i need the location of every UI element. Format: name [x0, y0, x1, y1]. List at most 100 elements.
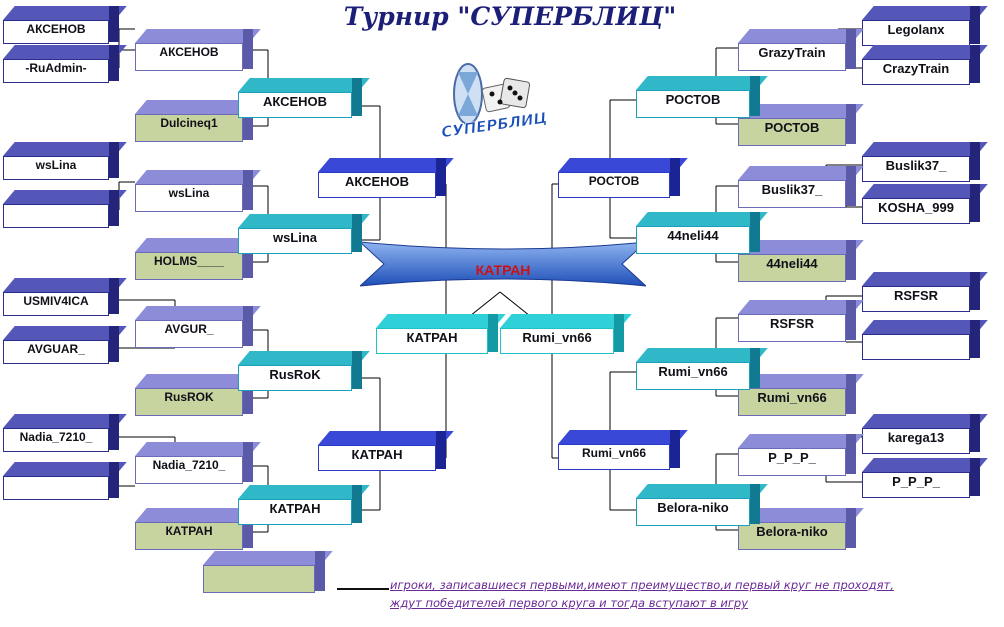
- round1-left-6: RusROK: [135, 374, 261, 416]
- player-name: Belora-niko: [657, 500, 729, 515]
- player-name: wsLina: [35, 158, 77, 172]
- round2-right-1: РОСТОВ: [636, 76, 768, 118]
- seed-left-1: АКСЕНОВ: [3, 6, 127, 44]
- round2-right-2: 44neli44: [636, 212, 768, 254]
- round2-left-4: КАТРАН: [238, 485, 370, 525]
- semifinal-right: Rumi_vn66: [500, 314, 632, 354]
- round1-left-2: Dulcineq1: [135, 100, 261, 142]
- round1-left-4: HOLMS____: [135, 238, 261, 280]
- player-name: РОСТОВ: [665, 92, 721, 107]
- player-name: GrazyTrain: [758, 45, 826, 60]
- player-name: Nadia_7210_: [19, 430, 93, 444]
- seed-right-2: CrazyTrain: [862, 45, 988, 85]
- semifinal-left: КАТРАН: [376, 314, 506, 354]
- seed-left-2: -RuAdmin-: [3, 45, 127, 83]
- seed-right-8: P_P_P_: [862, 458, 988, 498]
- seed-left-4: [3, 190, 127, 228]
- round1-left-8: КАТРАН: [135, 508, 261, 550]
- round2-left-3: RusRoK: [238, 351, 370, 391]
- player-name: Rumi_vn66: [658, 364, 728, 379]
- round1-left-7: Nadia_7210_: [135, 442, 261, 484]
- round1-left-1: АКСЕНОВ: [135, 29, 261, 71]
- player-name: Rumi_vn66: [522, 330, 592, 345]
- player-name: RSFSR: [893, 288, 939, 303]
- player-name: wsLina: [168, 186, 210, 200]
- round3-right-1: РОСТОВ: [558, 158, 688, 198]
- player-name: HOLMS____: [153, 254, 225, 268]
- bracket-line: [499, 291, 531, 317]
- seed-left-6: AVGUAR_: [3, 326, 127, 364]
- player-name: wsLina: [272, 230, 318, 245]
- seed-right-6: [862, 320, 988, 360]
- player-name: АКСЕНОВ: [344, 174, 410, 189]
- player-name: AVGUAR_: [27, 342, 85, 356]
- player-name: АКСЕНОВ: [26, 22, 86, 36]
- legend-line: [337, 588, 389, 590]
- footnote-line-2: ждут победителей первого круга и тогда в…: [390, 596, 749, 610]
- champion-banner: [360, 241, 646, 287]
- round1-left-3: wsLina: [135, 170, 261, 212]
- round2-right-3: Rumi_vn66: [636, 348, 768, 390]
- player-name: АКСЕНОВ: [159, 45, 219, 59]
- round1-right-7: P_P_P_: [738, 434, 864, 476]
- seed-right-3: Buslik37_: [862, 142, 988, 182]
- champion-name: КАТРАН: [475, 262, 531, 278]
- round3-right-2: Rumi_vn66: [558, 430, 688, 470]
- player-name: Rumi_vn66: [581, 446, 647, 460]
- round2-left-2: wsLina: [238, 214, 370, 254]
- round2-right-4: Belora-niko: [636, 484, 768, 526]
- player-name: RusRoK: [269, 367, 321, 382]
- player-name: КАТРАН: [269, 501, 321, 516]
- tournament-logo: СУПЕРБЛИЦ: [440, 63, 549, 140]
- round3-left-2: КАТРАН: [318, 431, 454, 471]
- player-name: P_P_P_: [892, 474, 940, 489]
- player-name: Buslik37_: [885, 158, 947, 173]
- player-name: karega13: [887, 430, 945, 445]
- player-name: Belora-niko: [756, 524, 828, 539]
- round3-left-1: АКСЕНОВ: [318, 158, 454, 198]
- player-name: 44neli44: [667, 228, 719, 243]
- seed-left-3: wsLina: [3, 142, 127, 180]
- seed-right-1: Legolanx: [862, 6, 988, 46]
- player-name: КАТРАН: [406, 330, 458, 345]
- round1-right-1: GrazyTrain: [738, 29, 864, 71]
- seed-right-4: KOSHA_999: [862, 184, 988, 224]
- player-name: Rumi_vn66: [757, 390, 827, 405]
- round1-left-5: AVGUR_: [135, 306, 261, 348]
- player-name: Dulcineq1: [160, 116, 218, 130]
- round1-right-6: Rumi_vn66: [738, 374, 864, 416]
- player-name: P_P_P_: [768, 450, 816, 465]
- seed-left-8: [3, 462, 127, 500]
- player-name: 44neli44: [766, 256, 818, 271]
- player-name: РОСТОВ: [764, 120, 820, 135]
- round2-left-1: АКСЕНОВ: [238, 78, 370, 118]
- round1-right-4: 44neli44: [738, 240, 864, 282]
- player-name: Legolanx: [887, 22, 945, 37]
- seed-right-5: RSFSR: [862, 272, 988, 312]
- player-name: KOSHA_999: [878, 200, 954, 215]
- player-name: AVGUR_: [164, 322, 214, 336]
- player-name: АКСЕНОВ: [262, 94, 328, 109]
- player-name: КАТРАН: [351, 447, 403, 462]
- player-name: -RuAdmin-: [25, 61, 87, 75]
- round1-right-3: Buslik37_: [738, 166, 864, 208]
- player-name: КАТРАН: [165, 524, 213, 538]
- round1-right-5: RSFSR: [738, 300, 864, 342]
- seed-left-7: Nadia_7210_: [3, 414, 127, 452]
- round1-right-2: РОСТОВ: [738, 104, 864, 146]
- round1-right-8: Belora-niko: [738, 508, 864, 550]
- seed-left-5: USMIV4ICA: [3, 278, 127, 316]
- player-name: RusROK: [164, 390, 214, 404]
- player-name: Nadia_7210_: [152, 458, 226, 472]
- player-name: RSFSR: [769, 316, 815, 331]
- footnote-line-1: игроки, записавшиеся первыми,имеют преим…: [390, 578, 894, 592]
- player-name: РОСТОВ: [588, 174, 640, 188]
- bracket-line: [469, 291, 501, 317]
- player-name: CrazyTrain: [882, 61, 950, 76]
- page-title: Турнир "СУПЕРБЛИЦ": [343, 2, 677, 31]
- footnote: игроки, записавшиеся первыми,имеют преим…: [390, 576, 990, 612]
- empty-slot: [203, 551, 333, 593]
- player-name: USMIV4ICA: [23, 294, 89, 308]
- seed-right-7: karega13: [862, 414, 988, 454]
